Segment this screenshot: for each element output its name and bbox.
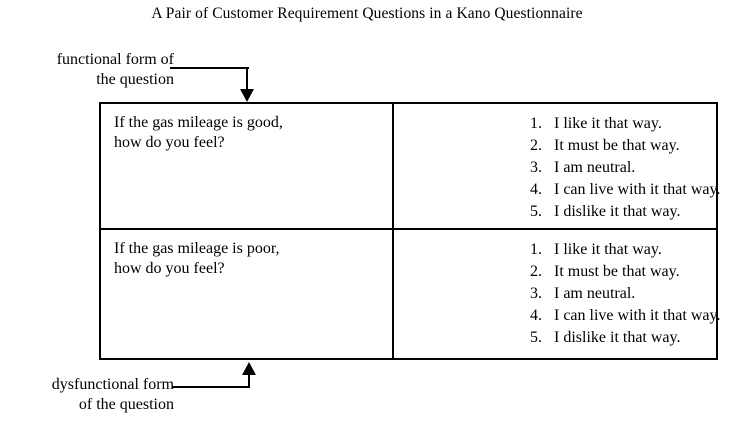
dysfunctional-leader-horizontal: [172, 386, 250, 388]
list-item[interactable]: 1. I like it that way.: [394, 113, 716, 135]
answer-number: 3.: [530, 159, 542, 176]
answer-label: I dislike it that way.: [554, 203, 681, 220]
answer-label: It must be that way.: [554, 137, 680, 154]
callout-dysfunctional-line2: of the question: [78, 396, 174, 413]
list-item[interactable]: 3. I am neutral.: [394, 157, 716, 179]
callout-functional-form: functional form of the question: [6, 50, 174, 90]
answers-cell-functional: 1. I like it that way. 2. It must be tha…: [392, 102, 720, 230]
list-item[interactable]: 4. I can live with it that way.: [394, 305, 720, 327]
question-text: If the gas mileage is good, how do you f…: [101, 104, 392, 153]
answer-number: 4.: [530, 307, 542, 324]
answer-number: 2.: [530, 137, 542, 154]
list-item[interactable]: 3. I am neutral.: [394, 283, 716, 305]
list-item[interactable]: 1. I like it that way.: [394, 239, 716, 261]
table-row: If the gas mileage is poor, how do you f…: [99, 228, 720, 360]
list-item[interactable]: 5. I dislike it that way.: [394, 201, 716, 223]
table-row: If the gas mileage is good, how do you f…: [99, 102, 720, 230]
callout-functional-line2: the question: [96, 71, 174, 88]
list-item[interactable]: 2. It must be that way.: [394, 135, 716, 157]
answer-number: 1.: [530, 241, 542, 258]
question-line1: If the gas mileage is good,: [114, 114, 283, 131]
answer-number: 3.: [530, 285, 542, 302]
answer-label: It must be that way.: [554, 263, 680, 280]
question-text: If the gas mileage is poor, how do you f…: [101, 230, 392, 279]
dysfunctional-arrow-up-icon: [242, 362, 256, 375]
answer-number: 2.: [530, 263, 542, 280]
answer-label: I can live with it that way.: [554, 307, 721, 324]
answer-label: I dislike it that way.: [554, 329, 681, 346]
callout-functional-line1: functional form of: [56, 51, 174, 68]
callout-dysfunctional-form: dysfunctional form of the question: [2, 375, 174, 415]
answer-label: I can live with it that way.: [554, 181, 721, 198]
answer-label: I am neutral.: [554, 159, 636, 176]
list-item[interactable]: 2. It must be that way.: [394, 261, 716, 283]
list-item[interactable]: 4. I can live with it that way.: [394, 179, 720, 201]
answer-options-list: 1. I like it that way. 2. It must be tha…: [394, 104, 720, 223]
dysfunctional-leader-vertical: [248, 374, 250, 388]
callout-dysfunctional-line1: dysfunctional form: [51, 376, 174, 393]
question-cell-functional: If the gas mileage is good, how do you f…: [99, 102, 394, 230]
answer-number: 5.: [530, 203, 542, 220]
question-line1: If the gas mileage is poor,: [114, 240, 280, 257]
functional-leader-horizontal: [170, 67, 249, 69]
question-cell-dysfunctional: If the gas mileage is poor, how do you f…: [99, 228, 394, 360]
question-line2: how do you feel?: [114, 260, 225, 277]
answer-number: 4.: [530, 181, 542, 198]
answer-number: 1.: [530, 115, 542, 132]
question-line2: how do you feel?: [114, 134, 225, 151]
figure-title: A Pair of Customer Requirement Questions…: [151, 5, 583, 22]
answer-number: 5.: [530, 329, 542, 346]
functional-leader-vertical: [246, 67, 248, 91]
answer-label: I like it that way.: [554, 241, 662, 258]
list-item[interactable]: 5. I dislike it that way.: [394, 327, 716, 349]
answer-label: I am neutral.: [554, 285, 636, 302]
answer-label: I like it that way.: [554, 115, 662, 132]
answers-cell-dysfunctional: 1. I like it that way. 2. It must be tha…: [392, 228, 720, 360]
answer-options-list: 1. I like it that way. 2. It must be tha…: [394, 230, 720, 349]
kano-questionnaire-table: If the gas mileage is good, how do you f…: [99, 102, 720, 360]
functional-arrow-down-icon: [240, 89, 254, 102]
